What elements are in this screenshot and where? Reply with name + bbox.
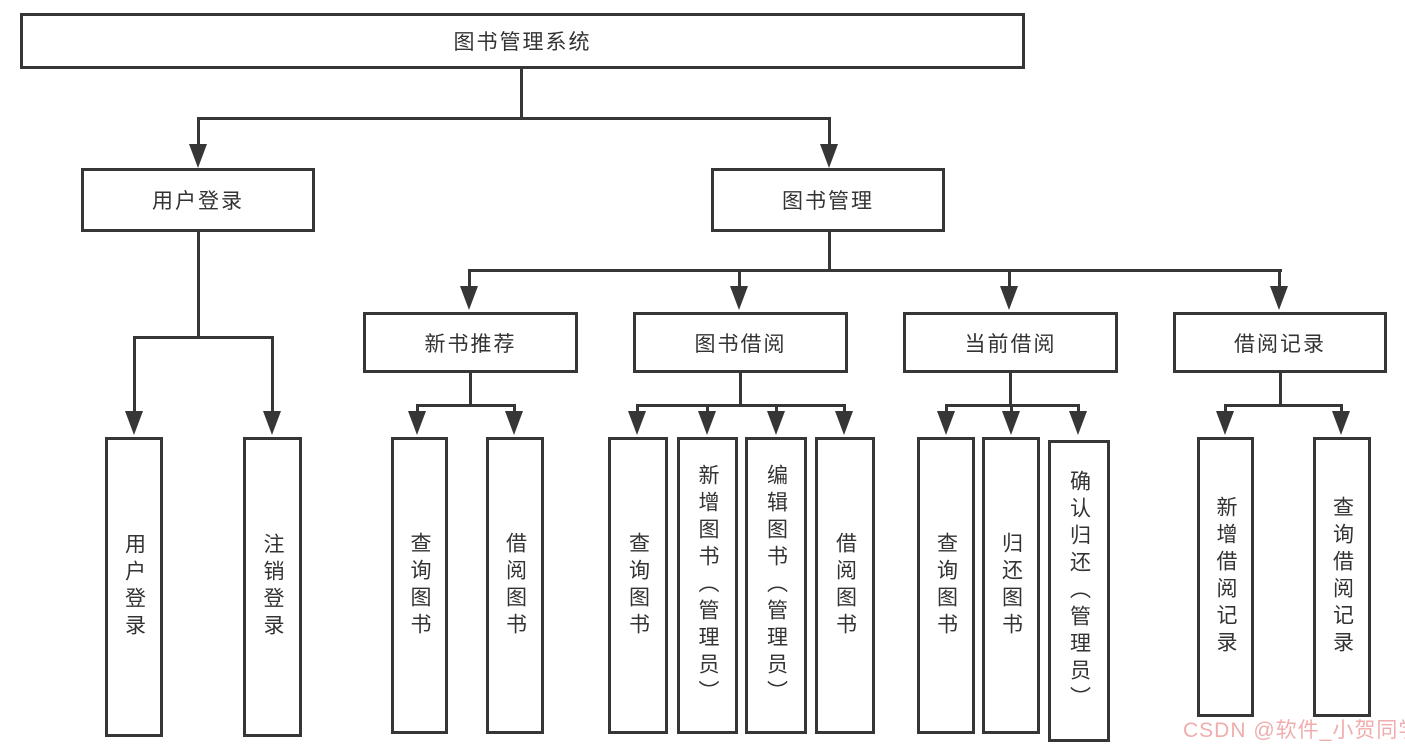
node-book-management: 图书管理 <box>711 168 945 232</box>
node-current-confirm-return-admin: 确认归还（管理员） <box>1048 440 1110 742</box>
arrow-down-icon <box>1216 411 1234 435</box>
edge-line <box>1077 404 1080 416</box>
node-recommend-borrow-books: 借阅图书 <box>486 437 544 734</box>
edge-line <box>416 404 419 416</box>
edge-line <box>706 404 709 416</box>
edge-line <box>271 336 274 412</box>
edge-line <box>468 269 471 289</box>
arrow-down-icon <box>1002 411 1020 435</box>
node-records-add-record: 新增借阅记录 <box>1197 437 1254 717</box>
arrow-down-icon <box>408 411 426 435</box>
node-records-query-record: 查询借阅记录 <box>1313 437 1371 717</box>
edge-line <box>843 404 846 416</box>
edge-line <box>520 69 523 118</box>
node-borrow-query-books: 查询图书 <box>608 437 668 734</box>
edge-line <box>197 232 200 338</box>
node-logout-action: 注销登录 <box>243 437 302 737</box>
arrow-down-icon <box>767 411 785 435</box>
edge-line <box>197 117 831 120</box>
edge-line <box>738 269 741 289</box>
arrow-down-icon <box>1069 411 1087 435</box>
edge-line <box>1278 269 1281 289</box>
node-recommend-query-books: 查询图书 <box>391 437 448 734</box>
edge-line <box>1008 269 1011 289</box>
edge-line <box>739 373 742 406</box>
edge-line <box>197 117 200 150</box>
edge-line <box>1224 404 1227 416</box>
node-borrow-borrow-books: 借阅图书 <box>815 437 875 734</box>
edge-line <box>1279 373 1282 406</box>
edge-line <box>1010 404 1013 416</box>
edge-line <box>828 117 831 150</box>
node-new-book-recommend: 新书推荐 <box>363 312 578 373</box>
node-current-borrow: 当前借阅 <box>903 312 1118 373</box>
edge-line <box>1340 404 1343 416</box>
edge-line <box>1224 404 1343 407</box>
node-book-borrow: 图书借阅 <box>633 312 848 373</box>
node-library-system: 图书管理系统 <box>20 13 1025 69</box>
arrow-down-icon <box>460 286 478 310</box>
edge-line <box>468 269 1282 272</box>
arrow-down-icon <box>1270 286 1288 310</box>
edge-line <box>416 404 516 407</box>
arrow-down-icon <box>1000 286 1018 310</box>
node-user-login-action: 用户登录 <box>105 437 163 737</box>
node-user-login: 用户登录 <box>81 168 315 232</box>
arrow-down-icon <box>1332 411 1350 435</box>
edge-line <box>513 404 516 416</box>
edge-line <box>469 373 472 406</box>
arrow-down-icon <box>698 411 716 435</box>
arrow-down-icon <box>125 411 143 435</box>
arrow-down-icon <box>505 411 523 435</box>
csdn-watermark: CSDN @软件_小贺同学 <box>1183 719 1405 742</box>
arrow-down-icon <box>937 411 955 435</box>
arrow-down-icon <box>189 144 207 168</box>
edge-line <box>1009 373 1012 406</box>
edge-line <box>133 336 274 339</box>
node-borrow-edit-book-admin: 编辑图书（管理员） <box>745 437 807 734</box>
edge-line <box>828 232 831 272</box>
node-current-query-books: 查询图书 <box>917 437 975 734</box>
edge-line <box>636 404 639 416</box>
arrow-down-icon <box>628 411 646 435</box>
edge-line <box>945 404 948 416</box>
node-borrow-add-book-admin: 新增图书（管理员） <box>677 437 738 734</box>
arrow-down-icon <box>730 286 748 310</box>
node-borrow-records: 借阅记录 <box>1173 312 1387 373</box>
edge-line <box>133 336 136 412</box>
edge-line <box>636 404 846 407</box>
arrow-down-icon <box>263 411 281 435</box>
edge-line <box>775 404 778 416</box>
arrow-down-icon <box>820 144 838 168</box>
arrow-down-icon <box>835 411 853 435</box>
node-current-return-book: 归还图书 <box>982 437 1040 734</box>
